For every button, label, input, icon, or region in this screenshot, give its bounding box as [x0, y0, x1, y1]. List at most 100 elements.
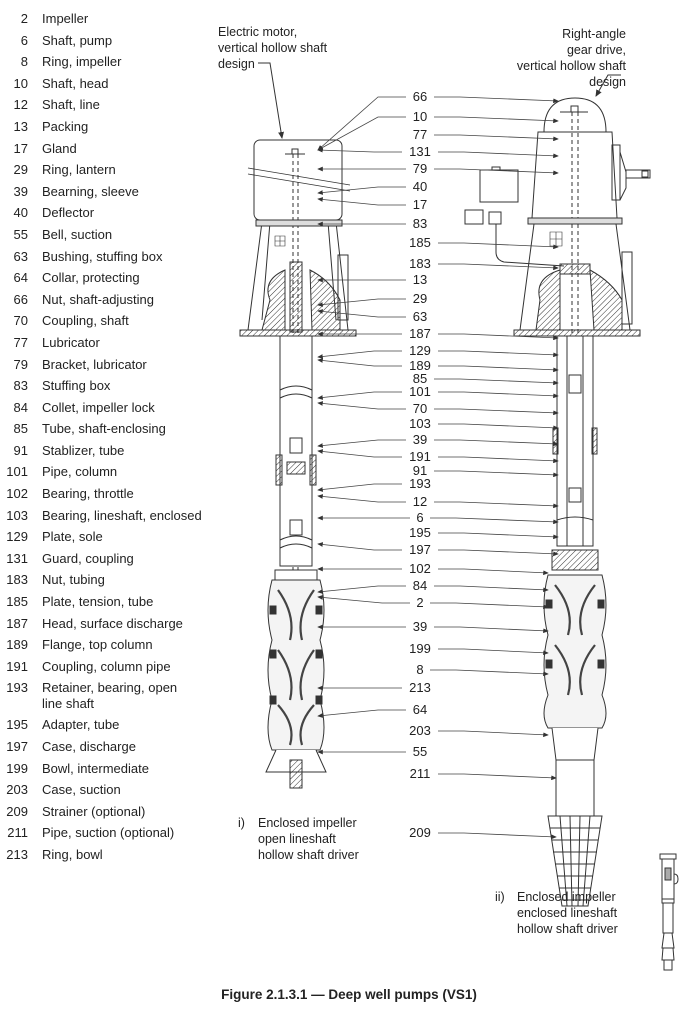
callout-number: 66: [413, 89, 427, 104]
variant-i-marker: i): [238, 816, 245, 830]
legend-item-label: Bushing, stuffing box: [42, 248, 163, 264]
legend-item-number: 197: [6, 739, 28, 754]
legend-item-number: 13: [13, 118, 28, 134]
legend-item-number: 183: [6, 572, 28, 588]
callout-number: 101: [409, 384, 431, 399]
legend-item-label: Case, suction: [42, 782, 121, 798]
legend-item-number: 195: [6, 717, 28, 733]
legend-item-number: 6: [20, 32, 28, 48]
callout-number: 197: [409, 542, 431, 557]
leader-line-left: [317, 595, 410, 604]
callout-number: 211: [410, 766, 431, 781]
right-pump-column: [552, 335, 598, 547]
legend-item-label: Strainer (optional): [42, 803, 146, 819]
motor-annotation-line: vertical hollow shaft: [218, 41, 328, 55]
leader-line-left: [317, 309, 406, 318]
leader-line-right: [438, 391, 559, 399]
leader-line-right: [430, 517, 559, 525]
legend-item-number: 12: [13, 97, 28, 113]
leader-line-right: [438, 423, 559, 431]
gear-annotation-line: design: [589, 75, 626, 89]
legend-item-label: Nut, shaft-adjusting: [42, 291, 155, 307]
legend-item-number: 66: [13, 291, 28, 307]
callout-number: 199: [409, 641, 431, 656]
callout-number: 13: [413, 272, 427, 287]
legend-item-number: 91: [13, 442, 28, 458]
legend-item-number: 2: [20, 11, 28, 26]
callout-number: 185: [409, 235, 431, 250]
legend-item-label: Tube, shaft-enclosing: [42, 421, 166, 437]
legend-item-number: 40: [13, 205, 28, 221]
left-pump-column: [275, 335, 317, 567]
leader-line-right: [434, 470, 559, 478]
legend-item-number: 199: [6, 760, 28, 776]
motor-annotation-line: design: [218, 57, 255, 71]
legend-item-number: 64: [13, 270, 28, 286]
left-pump-bowl-assembly: [265, 569, 327, 789]
legend-item-label: Gland: [42, 140, 77, 156]
leader-line-left: [317, 439, 406, 448]
legend-item-number: 213: [6, 846, 28, 862]
leader-line-right: [438, 151, 559, 159]
gear-leader-line: [595, 74, 621, 97]
callout-number: 64: [413, 702, 427, 717]
leader-line-left: [317, 494, 406, 503]
legend-item-label: Packing: [42, 118, 89, 134]
legend-item-number: 211: [7, 825, 28, 841]
leader-line-left: [317, 350, 402, 359]
callout-number: 10: [413, 109, 427, 124]
leader-line-left: [317, 186, 406, 195]
leader-line-left: [317, 96, 406, 151]
variant-i-annotation: i) Enclosed impeller open lineshaft holl…: [238, 815, 359, 863]
callout-number: 193: [409, 476, 431, 491]
callout-number: 2: [416, 595, 423, 610]
legend-item-number: 83: [13, 378, 28, 394]
legend-item-label: Collet, impeller lock: [42, 399, 155, 415]
leader-line-right: [438, 365, 559, 373]
callout-number: 209: [409, 825, 431, 840]
legend-item-number: 187: [6, 615, 28, 631]
legend-item-label: Adapter, tube: [42, 717, 120, 733]
legend-item: 183 Nut, tubing: [0, 569, 215, 591]
callout-number: 102: [409, 561, 431, 576]
leader-line-left: [317, 401, 406, 410]
legend-item-label: Impeller: [42, 11, 89, 26]
leader-line-right: [430, 602, 549, 610]
legend-item-label: Head, surface discharge: [42, 615, 183, 631]
leader-line-right: [438, 532, 559, 540]
leader-line-right: [434, 378, 559, 386]
legend-item-number: 131: [6, 550, 28, 566]
leader-line-right: [438, 832, 557, 840]
motor-annotation-line: Electric motor,: [218, 25, 298, 39]
legend-item-label: Ring, impeller: [42, 54, 122, 70]
variant-i-line: open lineshaft: [258, 832, 336, 846]
legend-item-label: Guard, coupling: [42, 550, 134, 566]
legend-item-label: Coupling, shaft: [42, 313, 129, 329]
legend-item-number: 77: [13, 334, 28, 350]
callout-number: 17: [413, 197, 427, 212]
leader-line-right: [438, 456, 559, 464]
callout-number: 191: [409, 449, 431, 464]
callout-number: 29: [413, 291, 427, 306]
legend-item-number: 63: [13, 248, 28, 264]
legend-item-label: Nut, tubing: [42, 572, 105, 588]
legend-item-label: Plate, sole: [42, 529, 103, 545]
callout-number: 70: [413, 401, 427, 416]
legend-item-label: Coupling, column pipe: [42, 658, 171, 674]
legend-item: 13 Packing: [0, 116, 215, 138]
legend-item-number: 102: [6, 486, 28, 502]
callout-number: 85: [413, 371, 427, 386]
